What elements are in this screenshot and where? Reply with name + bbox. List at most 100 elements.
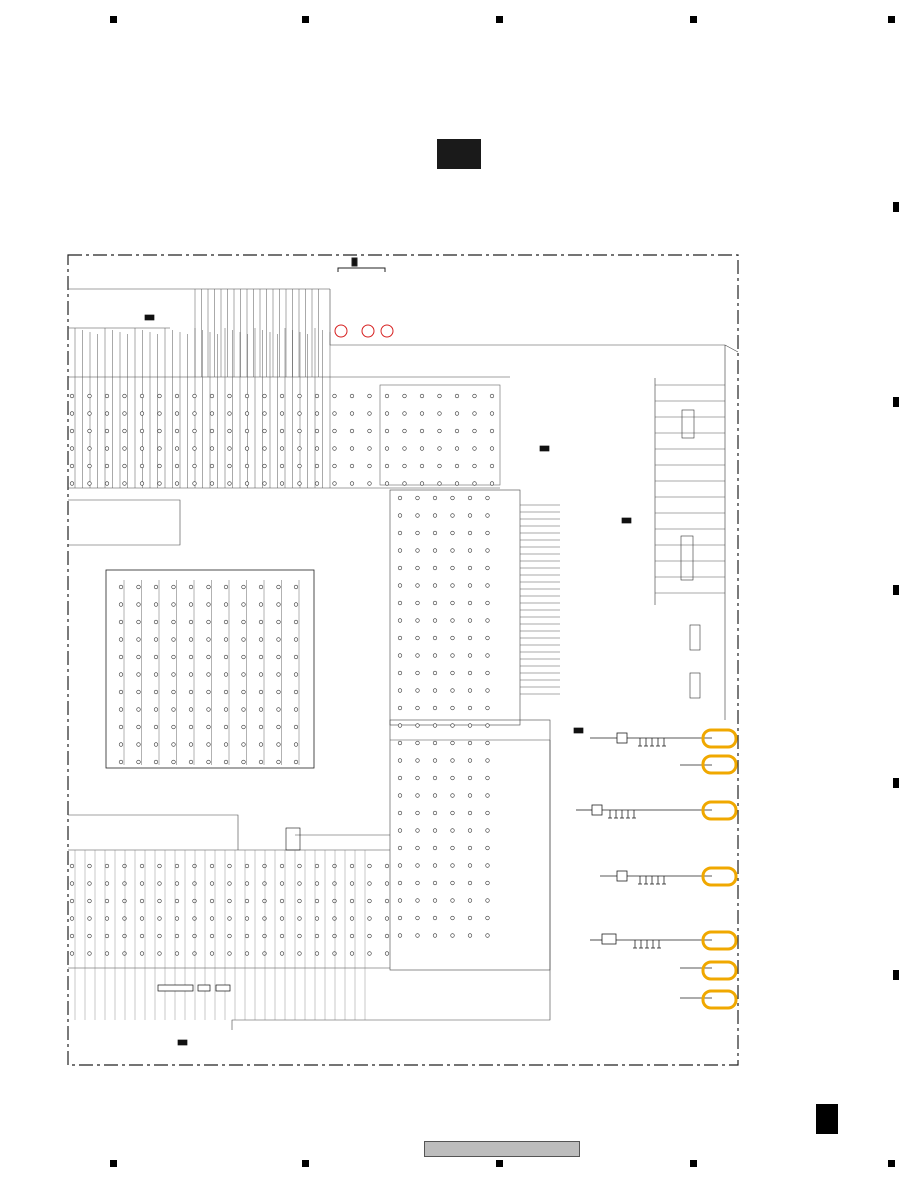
switch-contact	[298, 447, 302, 451]
switch-contact	[175, 447, 179, 451]
switch-contact	[193, 482, 197, 486]
switch-contact	[468, 724, 472, 728]
key-contact	[207, 708, 211, 712]
switch-contact	[158, 899, 162, 903]
key-contact	[294, 655, 298, 659]
switch-contact	[416, 899, 420, 903]
switch-contact	[315, 447, 319, 451]
switch-contact	[451, 829, 455, 833]
switch-contact	[420, 447, 424, 451]
key-contact	[189, 620, 193, 624]
key-contact	[242, 725, 246, 729]
key-contact	[294, 708, 298, 712]
switch-contact	[228, 934, 232, 938]
switch-contact	[468, 531, 472, 535]
switch-contact	[350, 882, 354, 886]
switch-contact	[455, 482, 459, 486]
switch-contact	[416, 671, 420, 675]
highlight-markers	[703, 730, 736, 1008]
switch-contact	[451, 636, 455, 640]
switch-contact	[105, 917, 109, 921]
switch-contact	[280, 934, 284, 938]
switch-contact	[486, 549, 490, 553]
highlight-marker	[703, 932, 736, 949]
key-contact	[137, 690, 141, 694]
key-contact	[172, 743, 176, 747]
key-contact	[277, 760, 281, 764]
switch-contact	[398, 636, 402, 640]
switch-contact	[175, 952, 179, 956]
switch-contact	[473, 464, 477, 468]
switch-contact	[88, 394, 92, 398]
key-contact	[242, 673, 246, 677]
switch-contact	[245, 447, 249, 451]
key-contact	[172, 690, 176, 694]
switch-contact	[350, 412, 354, 416]
switch-contact	[333, 899, 337, 903]
key-contact	[207, 655, 211, 659]
switch-contact	[368, 464, 372, 468]
switch-contact	[451, 496, 455, 500]
switch-contact	[398, 899, 402, 903]
switch-contact	[433, 514, 437, 518]
key-contact	[172, 760, 176, 764]
switch-contact	[70, 952, 74, 956]
switch-contact	[280, 917, 284, 921]
switch-contact	[315, 934, 319, 938]
switch-contact	[88, 882, 92, 886]
switch-contact	[433, 881, 437, 885]
switch-contact	[398, 741, 402, 745]
switch-contact	[403, 412, 407, 416]
key-contact	[154, 760, 158, 764]
switch-contact	[416, 846, 420, 850]
switch-contact	[368, 482, 372, 486]
switch-contact	[280, 464, 284, 468]
key-contact	[207, 743, 211, 747]
key-contact	[119, 673, 123, 677]
switch-contact	[451, 741, 455, 745]
switch-contact	[403, 447, 407, 451]
switch-contact	[105, 482, 109, 486]
regulator-capacitors	[608, 738, 666, 948]
switch-contact	[193, 952, 197, 956]
key-contact	[207, 585, 211, 589]
switch-contact	[350, 464, 354, 468]
key-contact	[277, 725, 281, 729]
switch-contact	[398, 846, 402, 850]
switch-contact	[105, 952, 109, 956]
switch-contact	[263, 429, 267, 433]
switch-contact	[451, 706, 455, 710]
key-contact	[189, 708, 193, 712]
switch-contact	[451, 514, 455, 518]
key-contact	[242, 655, 246, 659]
switch-contact	[350, 482, 354, 486]
switch-contact	[398, 531, 402, 535]
switch-contact	[438, 394, 442, 398]
switch-contact	[280, 429, 284, 433]
switch-contact	[368, 429, 372, 433]
switch-contact	[416, 549, 420, 553]
switch-contact	[123, 899, 127, 903]
switch-contact	[210, 412, 214, 416]
switch-contact	[438, 429, 442, 433]
key-contact	[154, 743, 158, 747]
key-contact	[277, 708, 281, 712]
switch-contact	[468, 601, 472, 605]
switch-contact	[123, 447, 127, 451]
key-contact	[242, 708, 246, 712]
switch-contact	[438, 464, 442, 468]
switch-contact	[315, 899, 319, 903]
key-contact	[277, 585, 281, 589]
board-boundary	[68, 255, 738, 1065]
key-contact	[154, 655, 158, 659]
key-contact	[119, 690, 123, 694]
switch-contact	[298, 882, 302, 886]
switch-contact	[280, 899, 284, 903]
switch-contact	[298, 952, 302, 956]
switch-contact	[245, 412, 249, 416]
key-contact	[207, 725, 211, 729]
switch-contact	[486, 601, 490, 605]
switch-contact	[280, 412, 284, 416]
key-contact	[119, 603, 123, 607]
switch-contact	[398, 724, 402, 728]
